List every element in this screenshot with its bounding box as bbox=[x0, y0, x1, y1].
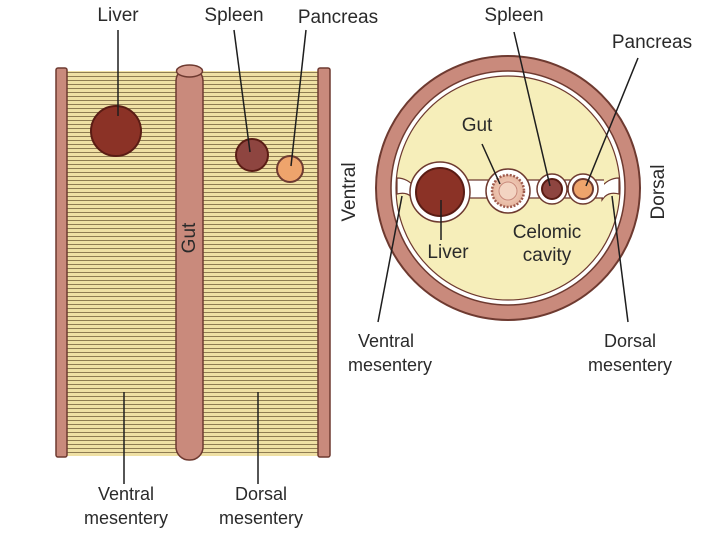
left-pancreas-label: Pancreas bbox=[298, 7, 378, 28]
right-gut-label: Gut bbox=[462, 115, 493, 136]
right-gut-leader-line bbox=[481, 143, 501, 185]
right-ventral-mesentery-label-1: Ventral bbox=[358, 331, 414, 351]
left-spleen-label: Spleen bbox=[204, 5, 263, 26]
right-liver-label: Liver bbox=[427, 242, 469, 263]
gut-lumen bbox=[498, 181, 518, 201]
left-dorsal-mesentery-label-2: mesentery bbox=[219, 508, 303, 528]
right-spleen-organ bbox=[541, 178, 563, 200]
right-dorsal-mesentery-label-2: mesentery bbox=[588, 355, 672, 375]
spleen-leader-line bbox=[233, 29, 251, 153]
left-body-wall bbox=[55, 67, 68, 458]
left-ventral-mesentery-label-1: Ventral bbox=[98, 484, 154, 504]
right-liver-organ bbox=[415, 167, 465, 217]
pancreas-organ bbox=[276, 155, 304, 183]
pancreas-leader-line bbox=[290, 29, 307, 167]
left-gut-label: Gut bbox=[179, 222, 200, 253]
right-spleen-label: Spleen bbox=[484, 5, 543, 26]
right-pancreas-leader-line bbox=[585, 57, 639, 187]
celomic-cavity-label-1: Celomic bbox=[513, 222, 582, 243]
liver-organ bbox=[90, 105, 142, 157]
right-pancreas-organ bbox=[572, 178, 594, 200]
right-spleen-leader-line bbox=[513, 31, 551, 187]
left-liver-label: Liver bbox=[97, 5, 139, 26]
right-pancreas-label: Pancreas bbox=[612, 32, 692, 53]
right-panel: Spleen Pancreas Gut Liver Celomic cavity… bbox=[339, 5, 692, 375]
gut-tube-top bbox=[175, 64, 204, 78]
right-dorsal-mesentery-label-1: Dorsal bbox=[604, 331, 656, 351]
right-body-wall bbox=[317, 67, 331, 458]
ventral-side-label: Ventral bbox=[339, 162, 360, 221]
spleen-organ bbox=[235, 138, 269, 172]
right-ventral-mesentery-label-2: mesentery bbox=[348, 355, 432, 375]
dorsal-side-label: Dorsal bbox=[648, 165, 669, 220]
right-dorsal-mesentery-leader-line bbox=[611, 195, 629, 323]
right-ventral-mesentery-leader-line bbox=[377, 195, 403, 323]
left-panel: Liver Spleen Pancreas Gut Ventral mesent… bbox=[55, 5, 378, 528]
celomic-cavity-label-2: cavity bbox=[523, 245, 572, 266]
left-dorsal-mesentery-label-1: Dorsal bbox=[235, 484, 287, 504]
dorsal-mesentery-attachment bbox=[601, 177, 620, 202]
left-ventral-mesentery-label-2: mesentery bbox=[84, 508, 168, 528]
gut-tube bbox=[175, 67, 204, 461]
